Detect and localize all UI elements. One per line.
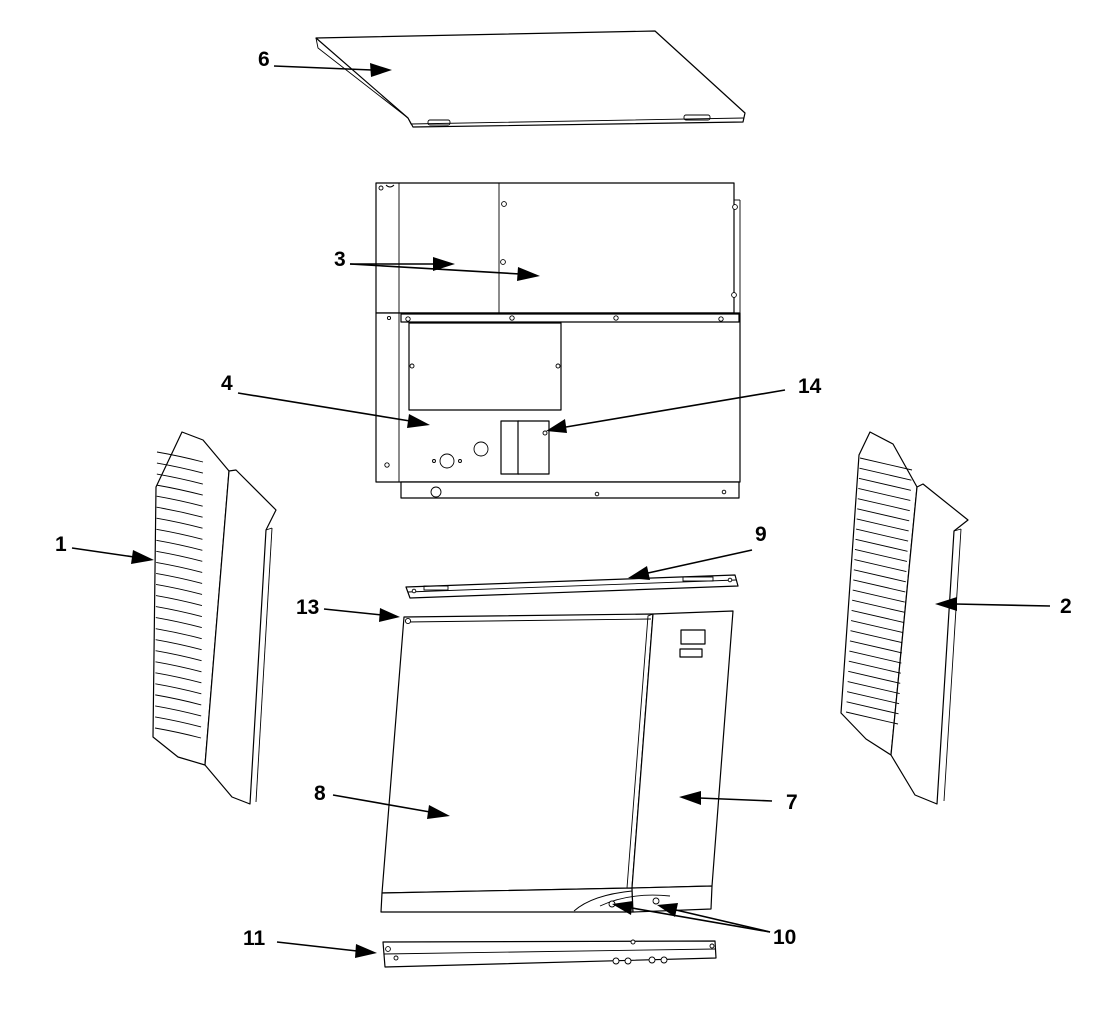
louver-slat [853,579,906,593]
part-7-right-front-panel [599,610,734,913]
callout-arrow-9 [628,549,753,580]
callout-arrow-2 [935,597,1051,611]
louver-slat [156,550,203,562]
callout-arrows [71,63,1051,958]
part-3-back-panel [375,182,741,314]
louver-slat [155,628,202,640]
louver-slat [155,683,202,695]
louver-slat [852,589,905,603]
louver-slat [847,681,900,694]
louver-slat [854,549,908,562]
louver-slat [155,606,202,617]
part-11-bottom-rail [382,939,717,968]
louver-slat [857,508,910,522]
louver-slat [155,661,202,673]
louver-slat [156,495,203,507]
louver-slat [859,457,913,471]
part-14-bracket [500,420,550,475]
louver-slat [156,506,203,518]
louver-slat [853,569,906,583]
callout-label-7: 7 [786,791,798,814]
louver-slat [155,672,202,684]
callout-label-8: 8 [314,782,326,805]
louver-slat [155,705,202,717]
louver-slat [156,572,203,584]
louver-slat [849,640,903,654]
part-9-top-rail [405,574,739,599]
louver-slat [858,488,911,501]
louver-slat [155,694,202,706]
louver-slat [156,484,203,496]
callout-arrow-1 [71,547,154,564]
louver-slat [155,650,202,662]
louver-slat [156,462,204,474]
louver-slat [849,650,902,664]
callout-arrow-8 [332,794,450,819]
louver-slat [854,559,907,573]
louver-slat [156,451,204,463]
louver-slat [155,617,202,629]
louver-slat [851,609,904,623]
louver-slat [850,630,903,644]
louver-slat [859,467,912,481]
louver-slat [155,716,202,728]
callout-arrow-3a [350,257,455,271]
callout-label-9: 9 [755,523,767,546]
louver-slat [848,670,901,684]
callout-label-13: 13 [296,596,319,619]
louver-slat [154,727,202,739]
louver-slat [857,498,910,512]
part-8-front-panel [380,613,654,913]
callout-labels: 6 3 4 14 1 9 2 13 8 7 10 11 [55,48,1072,950]
callout-label-4: 4 [221,372,233,395]
louver-slat [855,528,909,542]
louver-slat [155,639,202,651]
callout-arrow-7 [679,791,773,805]
callout-label-14: 14 [798,375,822,398]
louver-slat [845,711,899,725]
callout-arrow-10b [657,903,771,933]
callout-arrow-11 [276,941,377,958]
louver-slat [846,701,899,715]
louver-slat [156,561,203,573]
louver-slat [858,477,911,491]
callout-arrow-10a [612,901,771,933]
callout-label-2: 2 [1060,595,1072,618]
louver-slat [847,691,900,705]
louver-slat [156,539,203,551]
louver-slat [850,620,904,633]
callout-arrow-4 [237,392,430,428]
louver-slat [156,473,203,485]
louver-slat [856,518,909,532]
callout-arrow-13 [323,608,400,622]
part-2-right-side-panel [840,431,969,805]
louver-slat [848,660,901,674]
louver-slat [156,517,203,529]
callout-label-3: 3 [334,248,346,271]
louver-slat [155,584,203,595]
louver-slat [155,595,203,606]
callout-arrow-14 [546,389,786,433]
part-1-left-side-panel [152,431,277,805]
part-6-top-panel [315,30,746,128]
louver-slat [156,528,203,540]
callout-label-10: 10 [773,926,796,949]
part-4-lower-back-panel [375,312,741,499]
callout-arrow-3b [349,263,540,281]
callout-label-1: 1 [55,533,67,556]
callout-arrow-6 [273,63,392,77]
louver-slat [855,538,908,552]
callout-label-11: 11 [243,927,266,950]
callout-label-6: 6 [258,48,270,71]
louver-slat [852,599,905,613]
